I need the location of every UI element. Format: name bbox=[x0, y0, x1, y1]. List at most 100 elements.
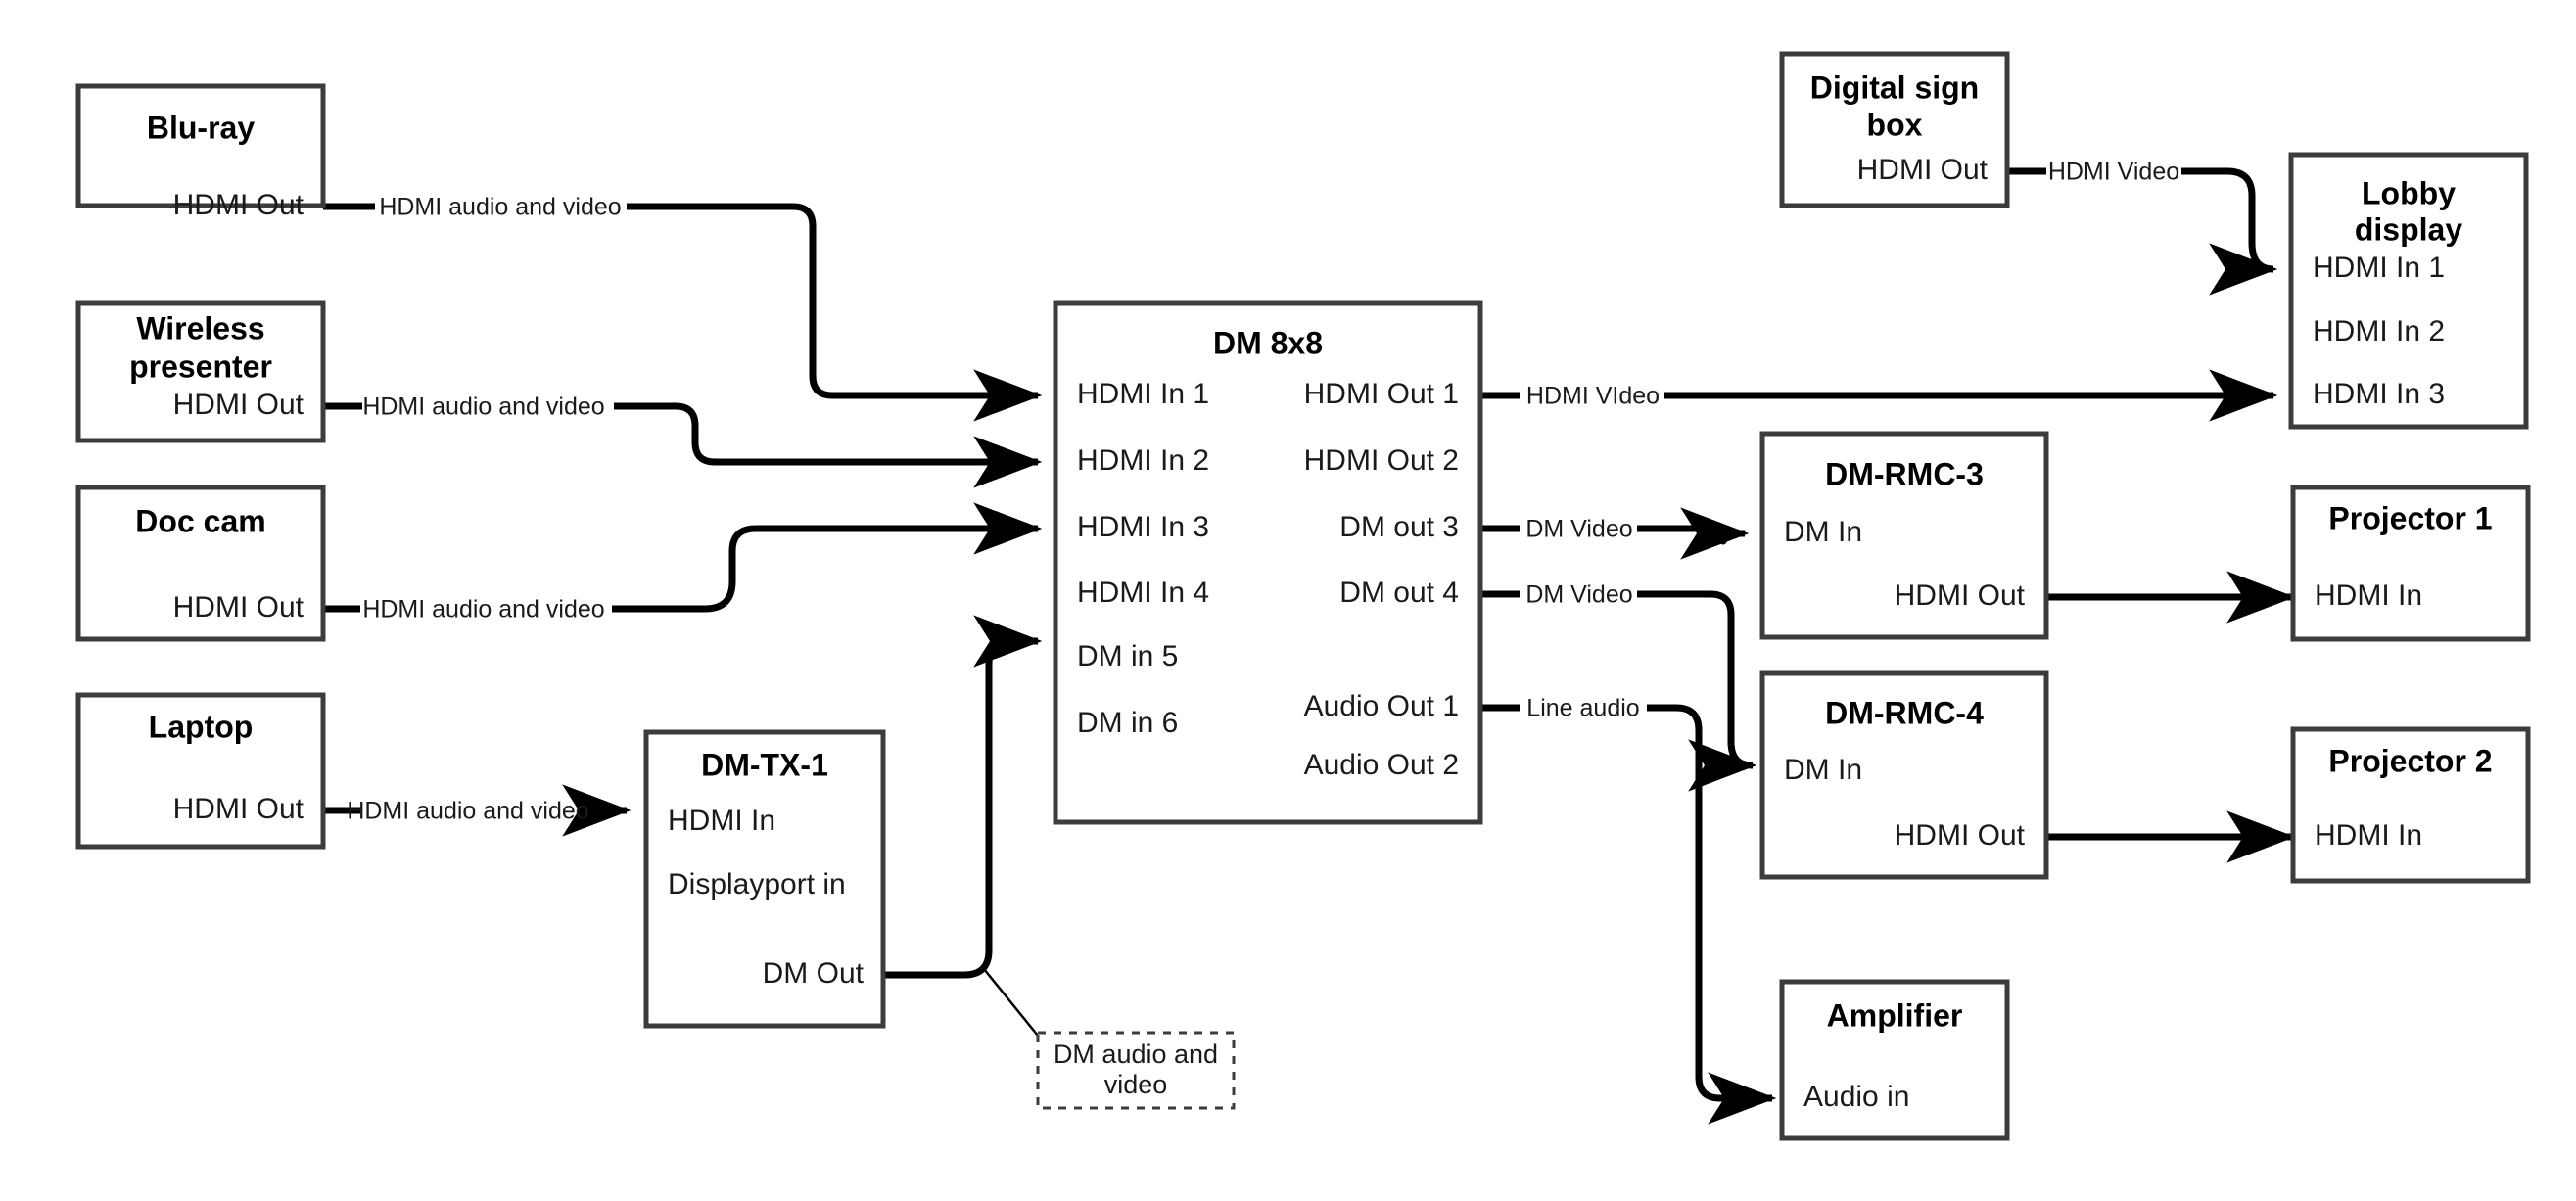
port-dm-rmc-3-hdmi-out: HDMI Out bbox=[1895, 579, 2026, 612]
node-dm-rmc-4[interactable]: DM-RMC-4 DM In HDMI Out bbox=[1759, 670, 2049, 880]
node-amplifier-title: Amplifier bbox=[1827, 997, 1963, 1033]
node-doc-cam[interactable]: Doc cam HDMI Out bbox=[75, 485, 326, 642]
node-wireless-presenter[interactable]: Wireless presenter HDMI Out bbox=[75, 300, 326, 443]
edge-label-laptop: HDMI audio and video bbox=[347, 798, 588, 825]
node-doc-cam-box[interactable] bbox=[75, 485, 326, 642]
port-dm-8x8-hdmi-out-2: HDMI Out 2 bbox=[1304, 444, 1459, 477]
node-dm-8x8-box[interactable] bbox=[1053, 300, 1483, 825]
edge-dm-tx-1-to-dm-8x8 bbox=[881, 615, 1043, 1037]
port-dm-tx-1-hdmi-in: HDMI In bbox=[668, 805, 775, 837]
node-amplifier-box[interactable] bbox=[1779, 979, 2010, 1141]
port-projector-2-hdmi-in: HDMI In bbox=[2315, 819, 2422, 852]
port-dm-8x8-dm-in-6: DM in 6 bbox=[1077, 707, 1178, 739]
port-lobby-display-hdmi-in-2: HDMI In 2 bbox=[2313, 315, 2445, 347]
node-lobby-display-box[interactable] bbox=[2288, 152, 2529, 430]
note-dm-audio-and-video-line-2: video bbox=[1104, 1070, 1168, 1099]
node-projector-2-title: Projector 2 bbox=[2328, 743, 2492, 778]
edge-label-wireless: HDMI audio and video bbox=[362, 393, 604, 421]
wire-segment bbox=[1637, 507, 1750, 560]
node-projector-1-box[interactable] bbox=[2290, 485, 2531, 642]
port-dm-8x8-hdmi-out-1: HDMI Out 1 bbox=[1304, 378, 1459, 410]
port-dm-8x8-audio-out-2: Audio Out 2 bbox=[1304, 749, 1459, 781]
edge-digital-sign-box-to-lobby-display: HDMI Video bbox=[2007, 159, 2278, 296]
node-digital-sign-box[interactable]: Digital sign box HDMI Out bbox=[1779, 51, 2010, 208]
node-projector-2-box[interactable] bbox=[2290, 726, 2531, 884]
note-dm-audio-and-video: DM audio and video bbox=[1036, 1031, 1236, 1110]
node-lobby-display-title-line-1: Lobby bbox=[2362, 175, 2456, 210]
node-bluray[interactable]: Blu-ray HDMI Out bbox=[75, 83, 326, 221]
port-dm-rmc-3-dm-in: DM In bbox=[1784, 516, 1862, 548]
port-lobby-display-hdmi-in-1: HDMI In 1 bbox=[2313, 252, 2445, 284]
edge-dm-8x8-to-lobby-display: HDMI VIdeo bbox=[1480, 369, 2278, 422]
edge-dm-8x8-to-amplifier: Line audio bbox=[1480, 695, 1777, 1125]
node-digital-sign-box-title-line-2: box bbox=[1867, 107, 1923, 142]
port-dm-tx-1-dm-out: DM Out bbox=[763, 957, 865, 990]
port-wireless-presenter-hdmi-out: HDMI Out bbox=[173, 389, 304, 421]
port-dm-8x8-hdmi-in-1: HDMI In 1 bbox=[1077, 378, 1209, 410]
note-dm-audio-and-video-box bbox=[1036, 1031, 1236, 1110]
node-dm-rmc-3-box[interactable] bbox=[1759, 431, 2049, 640]
edge-dm-8x8-to-dm-rmc-4: DM Video bbox=[1480, 581, 1757, 792]
wire-segment bbox=[627, 203, 1043, 422]
node-dm-rmc-4-title: DM-RMC-4 bbox=[1825, 695, 1984, 730]
port-dm-8x8-dm-out-4: DM out 4 bbox=[1339, 577, 1459, 609]
note-leader-line bbox=[983, 968, 1039, 1037]
port-digital-sign-box-hdmi-out: HDMI Out bbox=[1857, 154, 1989, 186]
wire-segment bbox=[612, 502, 1043, 613]
node-bluray-title: Blu-ray bbox=[147, 110, 255, 145]
node-lobby-display[interactable]: Lobby display HDMI In 1 HDMI In 2 HDMI I… bbox=[2288, 152, 2529, 430]
port-doc-cam-hdmi-out: HDMI Out bbox=[173, 591, 304, 624]
edge-doc-cam-to-dm-8x8: HDMI audio and video bbox=[323, 502, 1043, 624]
edge-wireless-presenter-to-dm-8x8: HDMI audio and video bbox=[323, 393, 1043, 488]
port-lobby-display-hdmi-in-3: HDMI In 3 bbox=[2313, 378, 2445, 410]
node-projector-2[interactable]: Projector 2 HDMI In bbox=[2290, 726, 2531, 884]
node-laptop-box[interactable] bbox=[75, 692, 326, 850]
edge-label-doccam: HDMI audio and video bbox=[362, 596, 604, 624]
node-amplifier[interactable]: Amplifier Audio in bbox=[1779, 979, 2010, 1141]
wire-segment bbox=[2181, 167, 2278, 296]
port-dm-8x8-audio-out-1: Audio Out 1 bbox=[1304, 690, 1459, 722]
node-wireless-presenter-title-line-2: presenter bbox=[129, 348, 272, 384]
port-dm-rmc-4-hdmi-out: HDMI Out bbox=[1895, 819, 2026, 852]
node-dm-8x8[interactable]: DM 8x8 HDMI In 1 HDMI In 2 HDMI In 3 HDM… bbox=[1053, 300, 1483, 825]
node-dm-rmc-3[interactable]: DM-RMC-3 DM In HDMI Out bbox=[1759, 431, 2049, 640]
wire-segment bbox=[614, 402, 1043, 488]
note-dm-audio-and-video-line-1: DM audio and bbox=[1054, 1039, 1218, 1069]
node-lobby-display-title-line-2: display bbox=[2355, 211, 2462, 247]
port-dm-8x8-dm-out-3: DM out 3 bbox=[1339, 511, 1459, 543]
node-digital-sign-box-box[interactable] bbox=[1779, 51, 2010, 208]
port-projector-1-hdmi-in: HDMI In bbox=[2315, 579, 2422, 612]
node-dm-tx-1-title: DM-TX-1 bbox=[701, 747, 828, 782]
node-bluray-box[interactable] bbox=[75, 83, 326, 208]
edge-label-dm-video-out3: DM Video bbox=[1525, 516, 1632, 543]
node-dm-tx-1[interactable]: DM-TX-1 HDMI In Displayport in DM Out bbox=[643, 729, 886, 1029]
node-laptop[interactable]: Laptop HDMI Out bbox=[75, 692, 326, 850]
port-dm-8x8-hdmi-in-4: HDMI In 4 bbox=[1077, 577, 1209, 609]
node-projector-1-title: Projector 1 bbox=[2328, 500, 2492, 535]
node-dm-tx-1-box[interactable] bbox=[643, 729, 886, 1029]
port-laptop-hdmi-out: HDMI Out bbox=[173, 793, 304, 825]
edge-laptop-to-dm-tx-1: HDMI audio and video bbox=[323, 784, 632, 837]
node-projector-1[interactable]: Projector 1 HDMI In bbox=[2290, 485, 2531, 642]
node-dm-rmc-3-title: DM-RMC-3 bbox=[1825, 456, 1984, 491]
edge-label-hdmi-video-sign: HDMI Video bbox=[2048, 159, 2179, 186]
node-laptop-title: Laptop bbox=[149, 709, 254, 744]
node-wireless-presenter-title-line-1: Wireless bbox=[136, 310, 264, 346]
node-digital-sign-box-title-line-1: Digital sign bbox=[1810, 69, 1979, 105]
node-dm-rmc-4-box[interactable] bbox=[1759, 670, 2049, 880]
node-doc-cam-title: Doc cam bbox=[135, 503, 265, 538]
port-dm-8x8-hdmi-in-2: HDMI In 2 bbox=[1077, 444, 1209, 477]
port-dm-8x8-dm-in-5: DM in 5 bbox=[1077, 640, 1178, 672]
port-amplifier-audio-in: Audio in bbox=[1803, 1081, 1909, 1113]
edge-bluray-to-dm-8x8: HDMI audio and video bbox=[323, 194, 1043, 422]
edge-label-bluray: HDMI audio and video bbox=[379, 194, 621, 221]
edge-label-dm-video-out4: DM Video bbox=[1525, 581, 1632, 609]
port-dm-tx-1-displayport-in: Displayport in bbox=[668, 868, 846, 901]
edge-label-hdmi-video-out1: HDMI VIdeo bbox=[1526, 383, 1660, 410]
wire-segment bbox=[881, 615, 1043, 979]
node-wireless-presenter-box[interactable] bbox=[75, 300, 326, 443]
wire-segment bbox=[1647, 704, 1777, 1125]
node-dm-8x8-title: DM 8x8 bbox=[1213, 325, 1323, 360]
